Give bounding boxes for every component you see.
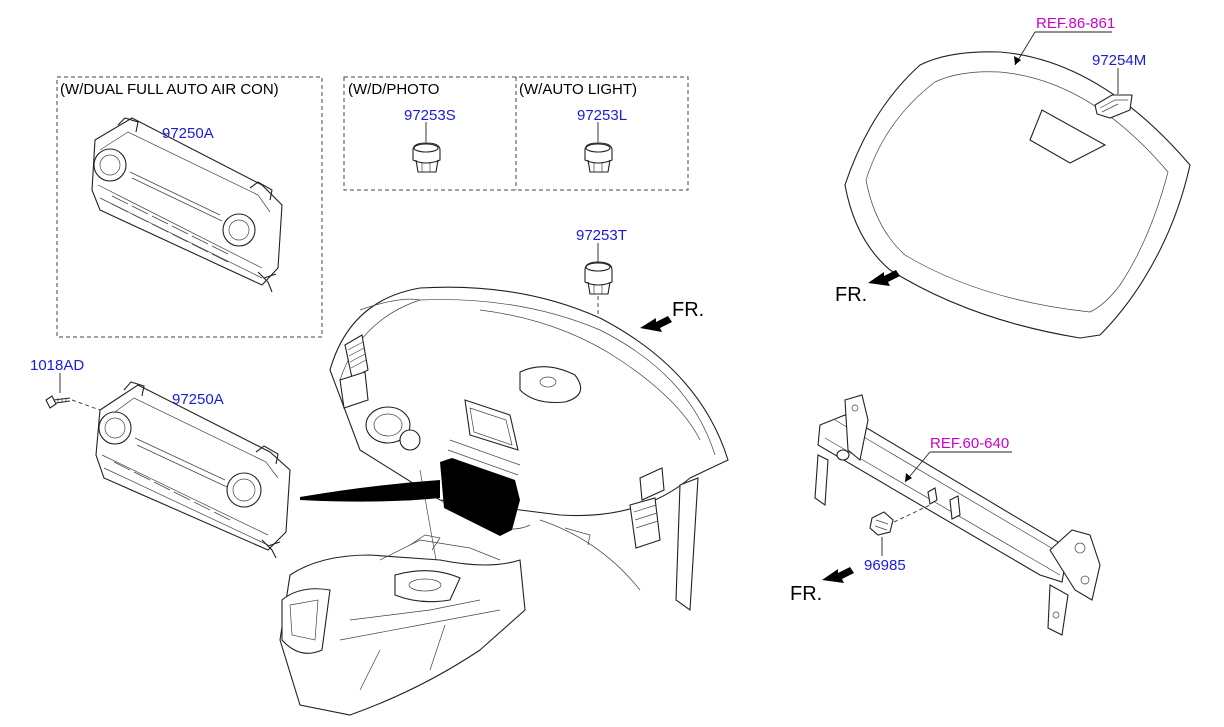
auto-light-sensor-part[interactable] <box>584 142 613 173</box>
ref-label-windshield[interactable]: REF.86-861 <box>1036 15 1115 32</box>
cowl-ref-arrowhead <box>905 473 912 482</box>
part-label-rain-sensor[interactable]: 97254M <box>1092 52 1146 69</box>
dashboard-assembly <box>329 286 729 612</box>
group-label-d-photo: (W/D/PHOTO <box>348 81 439 98</box>
climate-control-location-highlight <box>440 458 520 536</box>
windshield-ref-arrowhead <box>1014 56 1021 65</box>
screw-guide <box>71 399 101 411</box>
dash-sensor-part[interactable] <box>584 261 613 295</box>
center-console <box>279 534 526 716</box>
part-label-climate-control-boxed[interactable]: 97250A <box>162 125 214 142</box>
front-arrow-dash <box>640 316 672 332</box>
group-box-dual-full-auto <box>56 76 323 338</box>
part-label-dash-sensor[interactable]: 97253T <box>576 227 627 244</box>
part-label-screw[interactable]: 1018AD <box>30 357 84 374</box>
windshield-glass[interactable] <box>844 51 1191 339</box>
cowl-cross-bar[interactable] <box>814 394 1101 636</box>
front-label-cowl: FR. <box>790 583 822 605</box>
front-label-windshield: FR. <box>835 284 867 306</box>
photo-sensor-part[interactable] <box>412 142 441 173</box>
screw-part[interactable] <box>45 395 71 409</box>
group-label-auto-light: (W/AUTO LIGHT) <box>519 81 637 98</box>
front-arrow-windshield <box>868 270 900 286</box>
crash-pad-sensor-part[interactable] <box>869 511 894 536</box>
part-label-crash-pad-sensor[interactable]: 96985 <box>864 557 906 574</box>
part-label-auto-light-sensor[interactable]: 97253L <box>577 107 627 124</box>
part-label-photo-sensor[interactable]: 97253S <box>404 107 456 124</box>
rain-sensor-part[interactable] <box>1094 94 1133 119</box>
climate-control-pointer-arrow <box>300 480 440 502</box>
front-label-dash: FR. <box>672 299 704 321</box>
part-label-climate-control-main[interactable]: 97250A <box>172 391 224 408</box>
ref-label-cowl-bar[interactable]: REF.60-640 <box>930 435 1009 452</box>
front-arrow-cowl <box>822 567 854 583</box>
climate-control-unit-boxed[interactable] <box>91 117 283 293</box>
climate-control-unit-main[interactable] <box>95 381 291 559</box>
group-label-dual-full-auto: (W/DUAL FULL AUTO AIR CON) <box>60 81 279 98</box>
